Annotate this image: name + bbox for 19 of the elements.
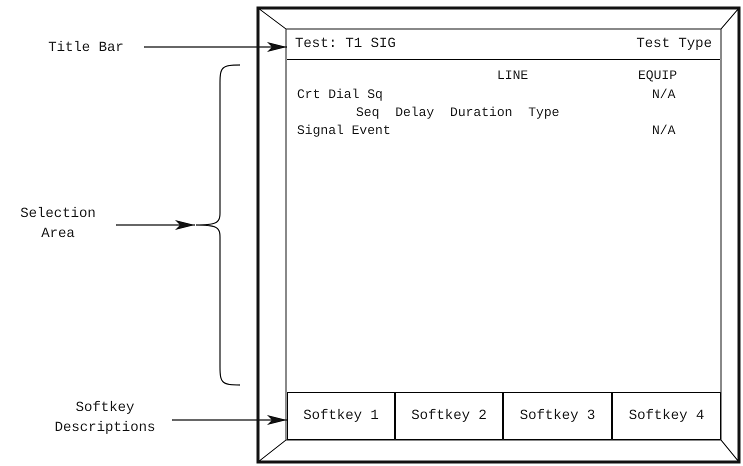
column-header: Seq Delay Duration Type (356, 105, 560, 120)
field-value: N/A (652, 123, 676, 138)
softkey-label: Softkey 1 (287, 392, 395, 440)
field-name: Crt Dial Sq (297, 87, 383, 102)
callout-label: Title Bar (30, 38, 142, 56)
arrow (172, 415, 287, 425)
field-name: Signal Event (297, 123, 391, 138)
test-type-label: Test Type (636, 37, 712, 52)
column-header: EQUIP (638, 68, 678, 83)
field-value: N/A (652, 87, 676, 102)
callout-label: Selection Area (2, 204, 114, 244)
screen-title: Test: T1 SIG (295, 37, 396, 52)
column-header: LINE (497, 68, 528, 83)
arrow (144, 42, 287, 52)
arrow (116, 220, 195, 230)
callout-label: Softkey Descriptions (40, 398, 170, 438)
softkey-label: Softkey 4 (612, 392, 721, 440)
softkey-label: Softkey 2 (395, 392, 503, 440)
softkey-label: Softkey 3 (503, 392, 612, 440)
